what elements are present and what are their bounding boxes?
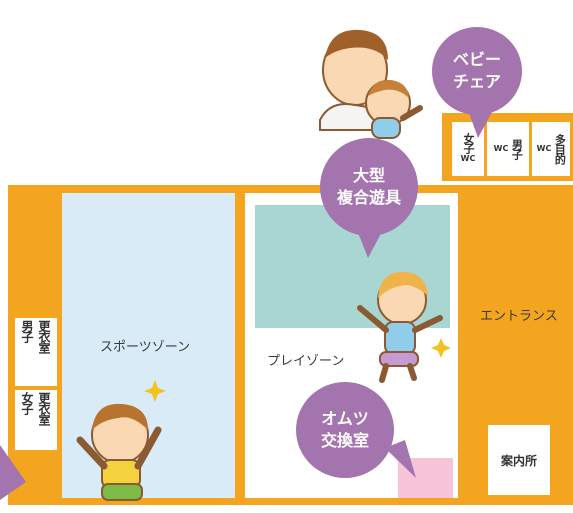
diaper-room-label: オムツ 交換室 [320,409,369,450]
girl-illustration [357,272,443,383]
play-equipment-label: 大型 複合遊具 [336,166,401,207]
men-changing-room-type: 男子 [20,320,34,342]
entrance-label: エントランス [480,309,558,324]
women-changing-room-label: 更衣室 [37,392,51,425]
partial-bubble [0,445,26,500]
men-changing-room-label: 更衣室 [37,320,51,353]
info-desk-label: 案内所 [500,453,537,468]
women-restroom-label: 女子 [462,133,475,153]
women-changing-room-type: 女子 [20,392,34,414]
bubble-pointer [468,110,492,138]
women-restroom-wc: WC [460,154,476,163]
men-restroom-wc: WC [493,144,509,153]
women-restroom: 女子 WC [452,122,484,176]
multipurpose-restroom-wc: WC [536,144,552,153]
info-desk: 案内所 [488,425,550,495]
play-zone-label: プレイゾーン [267,354,345,369]
play-equipment-bubble: 大型 複合遊具 [320,138,418,236]
men-restroom-label: 男子 [510,139,524,159]
sports-zone-label: スポーツゾーン [100,340,191,355]
men-restroom: WC 男子 [487,122,529,176]
women-changing-room: 女子 更衣室 [15,390,57,450]
multipurpose-restroom-label: 多目的 [553,134,567,164]
men-changing-room: 男子 更衣室 [15,318,57,386]
parent-and-baby-illustration [319,29,423,139]
diaper-room-bubble: オムツ 交換室 [296,382,394,478]
baby-chair-bubble: ベビー チェア [432,27,522,115]
sparkle-icon [431,338,451,358]
baby-chair-label: ベビー チェア [452,50,501,91]
multipurpose-restroom: WC 多目的 [532,122,570,176]
bubble-pointer [385,440,416,478]
sparkle-icon [144,380,166,402]
boy-illustration [76,403,162,501]
